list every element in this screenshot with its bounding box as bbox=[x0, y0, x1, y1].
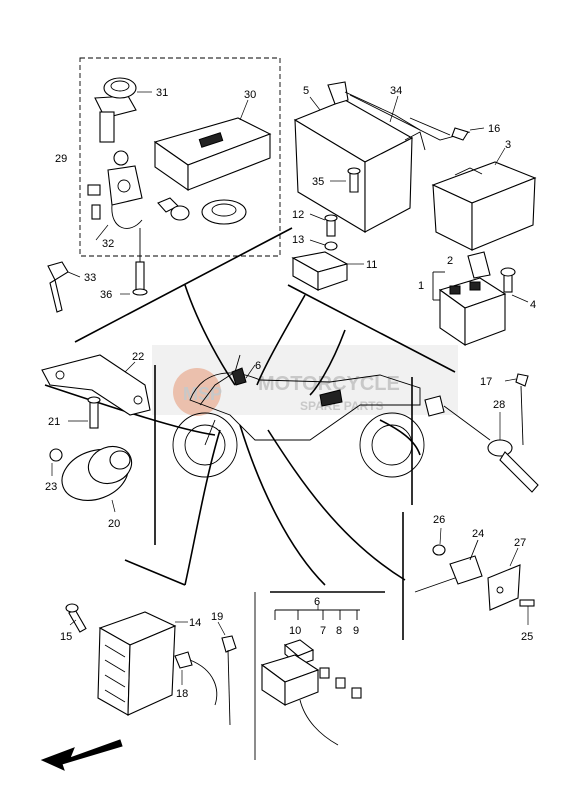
key bbox=[47, 261, 81, 313]
callout-15: 15 bbox=[60, 631, 72, 643]
fuse-box-group bbox=[260, 604, 362, 746]
callout-10: 10 bbox=[289, 625, 301, 637]
callout-labels: 31 30 29 32 33 36 5 34 16 3 35 12 13 11 … bbox=[45, 85, 536, 700]
callout-5: 5 bbox=[303, 85, 309, 97]
callout-3: 3 bbox=[505, 139, 511, 151]
starter-relay bbox=[432, 251, 529, 347]
section-dividers bbox=[44, 227, 456, 760]
callout-14: 14 bbox=[189, 617, 201, 629]
arrow-left-down-icon bbox=[40, 739, 123, 771]
callout-21: 21 bbox=[48, 416, 60, 428]
keyset-group-box bbox=[79, 57, 281, 257]
callout-36: 36 bbox=[100, 289, 112, 301]
callout-12: 12 bbox=[292, 209, 304, 221]
watermark-title: MOTORCYCLE bbox=[258, 373, 400, 395]
callout-11: 11 bbox=[366, 259, 377, 271]
callout-6-group: 6 bbox=[314, 596, 320, 608]
callout-13: 13 bbox=[292, 234, 304, 246]
callout-7: 7 bbox=[320, 625, 326, 637]
battery bbox=[293, 81, 426, 233]
ecu-unit bbox=[153, 99, 272, 192]
sensor-cable bbox=[424, 373, 539, 493]
callout-29: 29 bbox=[55, 153, 67, 165]
sidestand-switch bbox=[414, 527, 535, 625]
callout-8: 8 bbox=[336, 625, 342, 637]
battery-band bbox=[330, 94, 485, 193]
horn-assembly bbox=[41, 354, 151, 513]
callout-31: 31 bbox=[156, 87, 168, 99]
battery-cover bbox=[431, 147, 537, 251]
ignition-lock bbox=[94, 77, 152, 143]
callout-16: 16 bbox=[488, 123, 500, 135]
callout-17: 17 bbox=[480, 376, 492, 388]
callout-18: 18 bbox=[176, 688, 188, 700]
callout-6-bike: 6 bbox=[255, 360, 261, 372]
motorcycle-silhouette bbox=[172, 354, 425, 478]
callout-22: 22 bbox=[132, 351, 144, 363]
callout-24: 24 bbox=[472, 528, 484, 540]
callout-35: 35 bbox=[312, 176, 324, 188]
callout-32: 32 bbox=[102, 238, 114, 250]
callout-1: 1 bbox=[418, 280, 424, 292]
callout-2: 2 bbox=[447, 255, 453, 267]
callout-30: 30 bbox=[244, 89, 256, 101]
callout-9: 9 bbox=[353, 625, 359, 637]
callout-28: 28 bbox=[493, 399, 505, 411]
keyset-assembly bbox=[87, 150, 247, 296]
callout-27: 27 bbox=[514, 537, 526, 549]
callout-19: 19 bbox=[211, 611, 223, 623]
rectifier-regulator bbox=[65, 603, 188, 716]
callout-34: 34 bbox=[390, 85, 402, 97]
callout-26: 26 bbox=[433, 514, 445, 526]
wire-clamp bbox=[174, 621, 237, 726]
callout-25: 25 bbox=[521, 631, 533, 643]
callout-23: 23 bbox=[45, 481, 57, 493]
watermark: MSP MOTORCYCLE SPARE PARTS bbox=[152, 345, 458, 416]
callout-20: 20 bbox=[108, 518, 120, 530]
callout-33: 33 bbox=[84, 272, 96, 284]
callout-4: 4 bbox=[530, 299, 536, 311]
starter-relay-upper bbox=[291, 213, 364, 291]
